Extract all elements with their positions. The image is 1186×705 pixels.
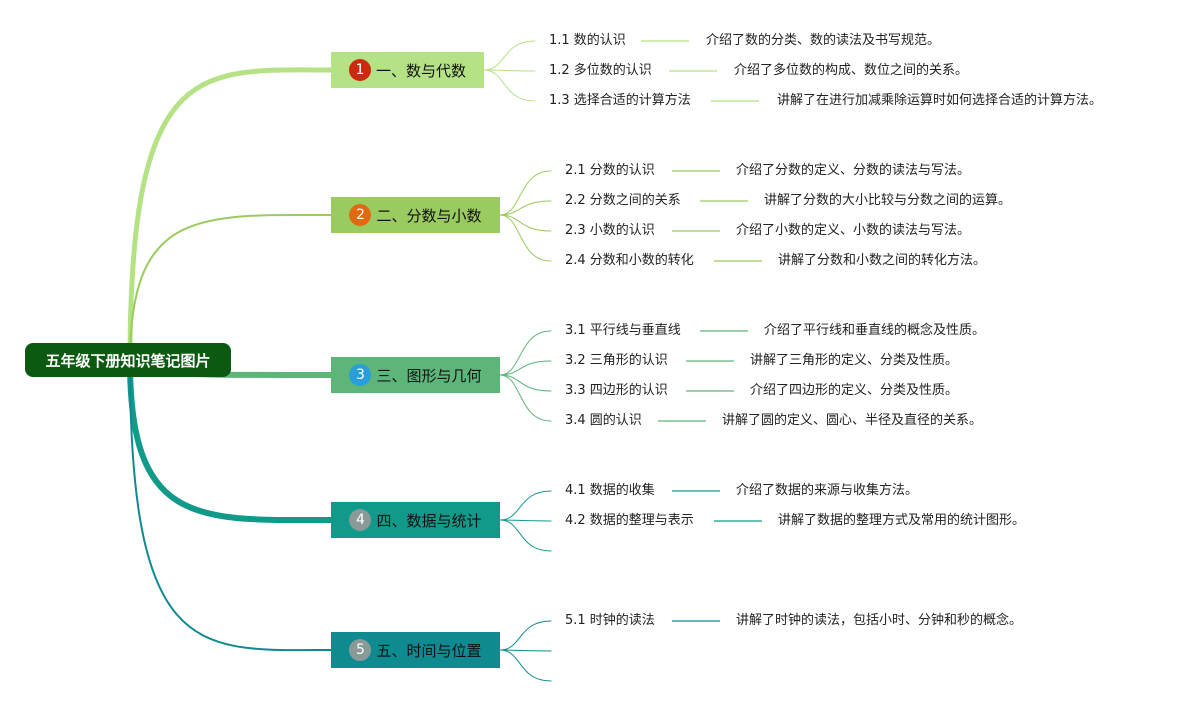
- leaf-connector: [483, 69, 536, 102]
- leaf-note[interactable]: 介绍了多位数的构成、数位之间的关系。: [734, 63, 969, 78]
- leaf-label[interactable]: 5.1 时钟的读法: [565, 613, 655, 628]
- leaf-label[interactable]: 1.1 数的认识: [549, 33, 626, 48]
- leaf-connector: [499, 649, 552, 682]
- branch-number-badge: 2: [349, 204, 372, 226]
- leaf-note[interactable]: 介绍了分数的定义、分数的读法与写法。: [736, 163, 971, 178]
- leaf-label[interactable]: 3.3 四边形的认识: [565, 383, 668, 398]
- leaf-note[interactable]: 讲解了数据的整理方式及常用的统计图形。: [778, 513, 1026, 528]
- leaf-connector: [499, 374, 552, 422]
- leaf-connector: [483, 69, 536, 72]
- leaf-label[interactable]: 3.2 三角形的认识: [565, 353, 668, 368]
- branch-title: 五、时间与位置: [376, 641, 482, 660]
- leaf-label[interactable]: 1.2 多位数的认识: [549, 63, 652, 78]
- leaf-connector: [499, 519, 552, 552]
- leaf-note[interactable]: 介绍了数据的来源与收集方法。: [736, 483, 919, 498]
- leaf-label[interactable]: 2.2 分数之间的关系: [565, 193, 681, 208]
- root-node[interactable]: 五年级下册知识笔记图片: [25, 343, 231, 377]
- branch-title: 三、图形与几何: [376, 366, 482, 385]
- leaf-connector: [499, 374, 552, 392]
- leaf-connector: [499, 620, 552, 651]
- root-title: 五年级下册知识笔记图片: [45, 351, 211, 370]
- leaf-label[interactable]: 3.4 圆的认识: [565, 413, 642, 428]
- leaf-connector: [499, 649, 552, 652]
- branch-title: 一、数与代数: [375, 61, 466, 80]
- branch-number-badge: 3: [349, 364, 372, 386]
- leaf-connector: [499, 360, 552, 376]
- leaf-note[interactable]: 介绍了平行线和垂直线的概念及性质。: [764, 323, 986, 338]
- leaf-label[interactable]: 2.4 分数和小数的转化: [565, 253, 694, 268]
- leaf-connector: [499, 200, 552, 216]
- leaf-label[interactable]: 2.1 分数的认识: [565, 163, 655, 178]
- leaf-note[interactable]: 讲解了在进行加减乘除运算时如何选择合适的计算方法。: [777, 93, 1103, 108]
- branch-connector-4: [127, 359, 334, 524]
- leaf-label[interactable]: 3.1 平行线与垂直线: [565, 323, 681, 338]
- leaf-label[interactable]: 1.3 选择合适的计算方法: [549, 93, 691, 108]
- leaf-connector: [499, 330, 552, 376]
- leaf-note[interactable]: 介绍了数的分类、数的读法及书写规范。: [706, 33, 941, 48]
- leaf-connector: [483, 40, 536, 71]
- leaf-label[interactable]: 2.3 小数的认识: [565, 223, 655, 238]
- branch-connector-1: [127, 67, 334, 365]
- branch-connector-2: [129, 213, 332, 363]
- leaf-connector: [499, 490, 552, 521]
- branch-number-badge: 4: [349, 509, 372, 531]
- branch-title: 四、数据与统计: [376, 511, 482, 530]
- branch-number-badge: 5: [349, 639, 372, 661]
- leaf-note[interactable]: 介绍了小数的定义、小数的读法与写法。: [736, 223, 971, 238]
- leaf-connector: [499, 170, 552, 216]
- branch-connector-5: [129, 361, 332, 652]
- leaf-label[interactable]: 4.1 数据的收集: [565, 483, 655, 498]
- branch-title: 二、分数与小数: [376, 206, 482, 225]
- leaf-connector: [499, 214, 552, 262]
- leaf-label[interactable]: 4.2 数据的整理与表示: [565, 513, 694, 528]
- leaf-note[interactable]: 讲解了分数和小数之间的转化方法。: [778, 253, 987, 268]
- leaf-connector: [499, 519, 552, 522]
- leaf-note[interactable]: 讲解了分数的大小比较与分数之间的运算。: [764, 193, 1012, 208]
- leaf-note[interactable]: 讲解了时钟的读法，包括小时、分钟和秒的概念。: [736, 613, 1023, 628]
- leaf-connector: [499, 214, 552, 232]
- branch-number-badge: 1: [348, 59, 371, 81]
- leaf-note[interactable]: 介绍了四边形的定义、分类及性质。: [750, 383, 959, 398]
- leaf-note[interactable]: 讲解了三角形的定义、分类及性质。: [750, 353, 959, 368]
- leaf-note[interactable]: 讲解了圆的定义、圆心、半径及直径的关系。: [722, 413, 983, 428]
